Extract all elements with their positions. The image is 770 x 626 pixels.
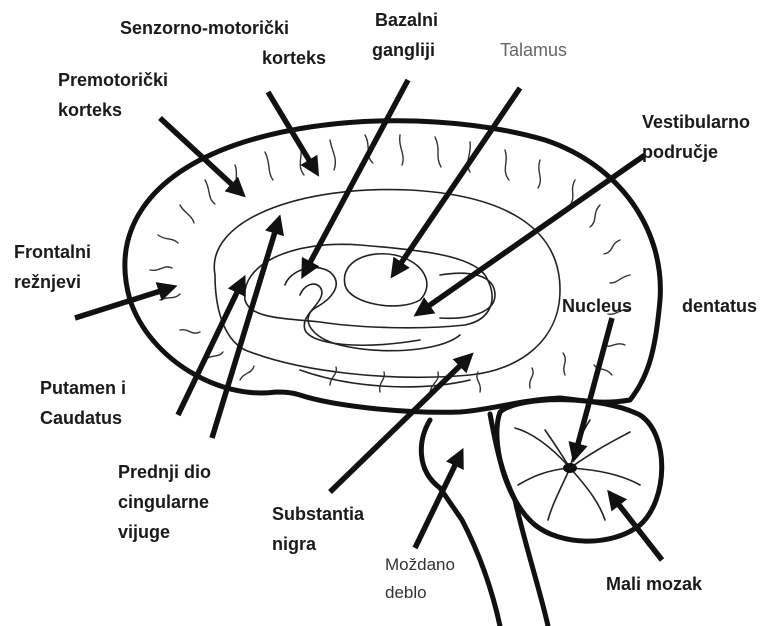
arrow-substantia [330,358,468,492]
arrow-premotor [160,118,240,192]
label-bazalni-line2: gangliji [372,40,435,60]
label-senzorno-line2: korteks [262,48,326,68]
arrow-mozdano [415,455,460,548]
arrow-frontal [75,288,170,318]
label-dentatus: dentatus [682,296,757,316]
arrow-nucleus [575,318,612,455]
label-bazalni-line1: Bazalni [375,10,438,30]
label-talamus: Talamus [500,40,567,60]
label-putamen-line1: Putamen i [40,378,126,398]
label-vestib-line2: područje [642,142,718,162]
label-mozdano-line1: Moždano [385,555,455,574]
label-nucleus: Nucleus [562,296,632,316]
cingulate-outline [214,190,560,378]
arrow-putamen [178,282,242,415]
label-vestib-line1: Vestibularno [642,112,750,132]
arrow-vestib [420,155,645,312]
thalamus-outline [344,254,426,306]
label-mali-mozak: Mali mozak [606,574,703,594]
arrow-bazalni [305,80,408,272]
label-premotor-line1: Premotorički [58,70,168,90]
label-senzorno-line1: Senzorno-motorički [120,18,289,38]
label-premotor-line2: korteks [58,100,122,120]
cerebrum-outline [125,121,660,413]
label-frontal-line1: Frontalni [14,242,91,262]
label-putamen-line2: Caudatus [40,408,122,428]
label-frontal-line2: režnjevi [14,272,81,292]
label-mozdano-line2: deblo [385,583,427,602]
label-substantia-line1: Substantia [272,504,365,524]
arrow-talamus [395,88,520,272]
label-prednji-line3: vijuge [118,522,170,542]
label-prednji-line2: cingularne [118,492,209,512]
label-substantia-line2: nigra [272,534,317,554]
label-prednji-line1: Prednji dio [118,462,211,482]
inner-loop-1 [285,268,460,351]
